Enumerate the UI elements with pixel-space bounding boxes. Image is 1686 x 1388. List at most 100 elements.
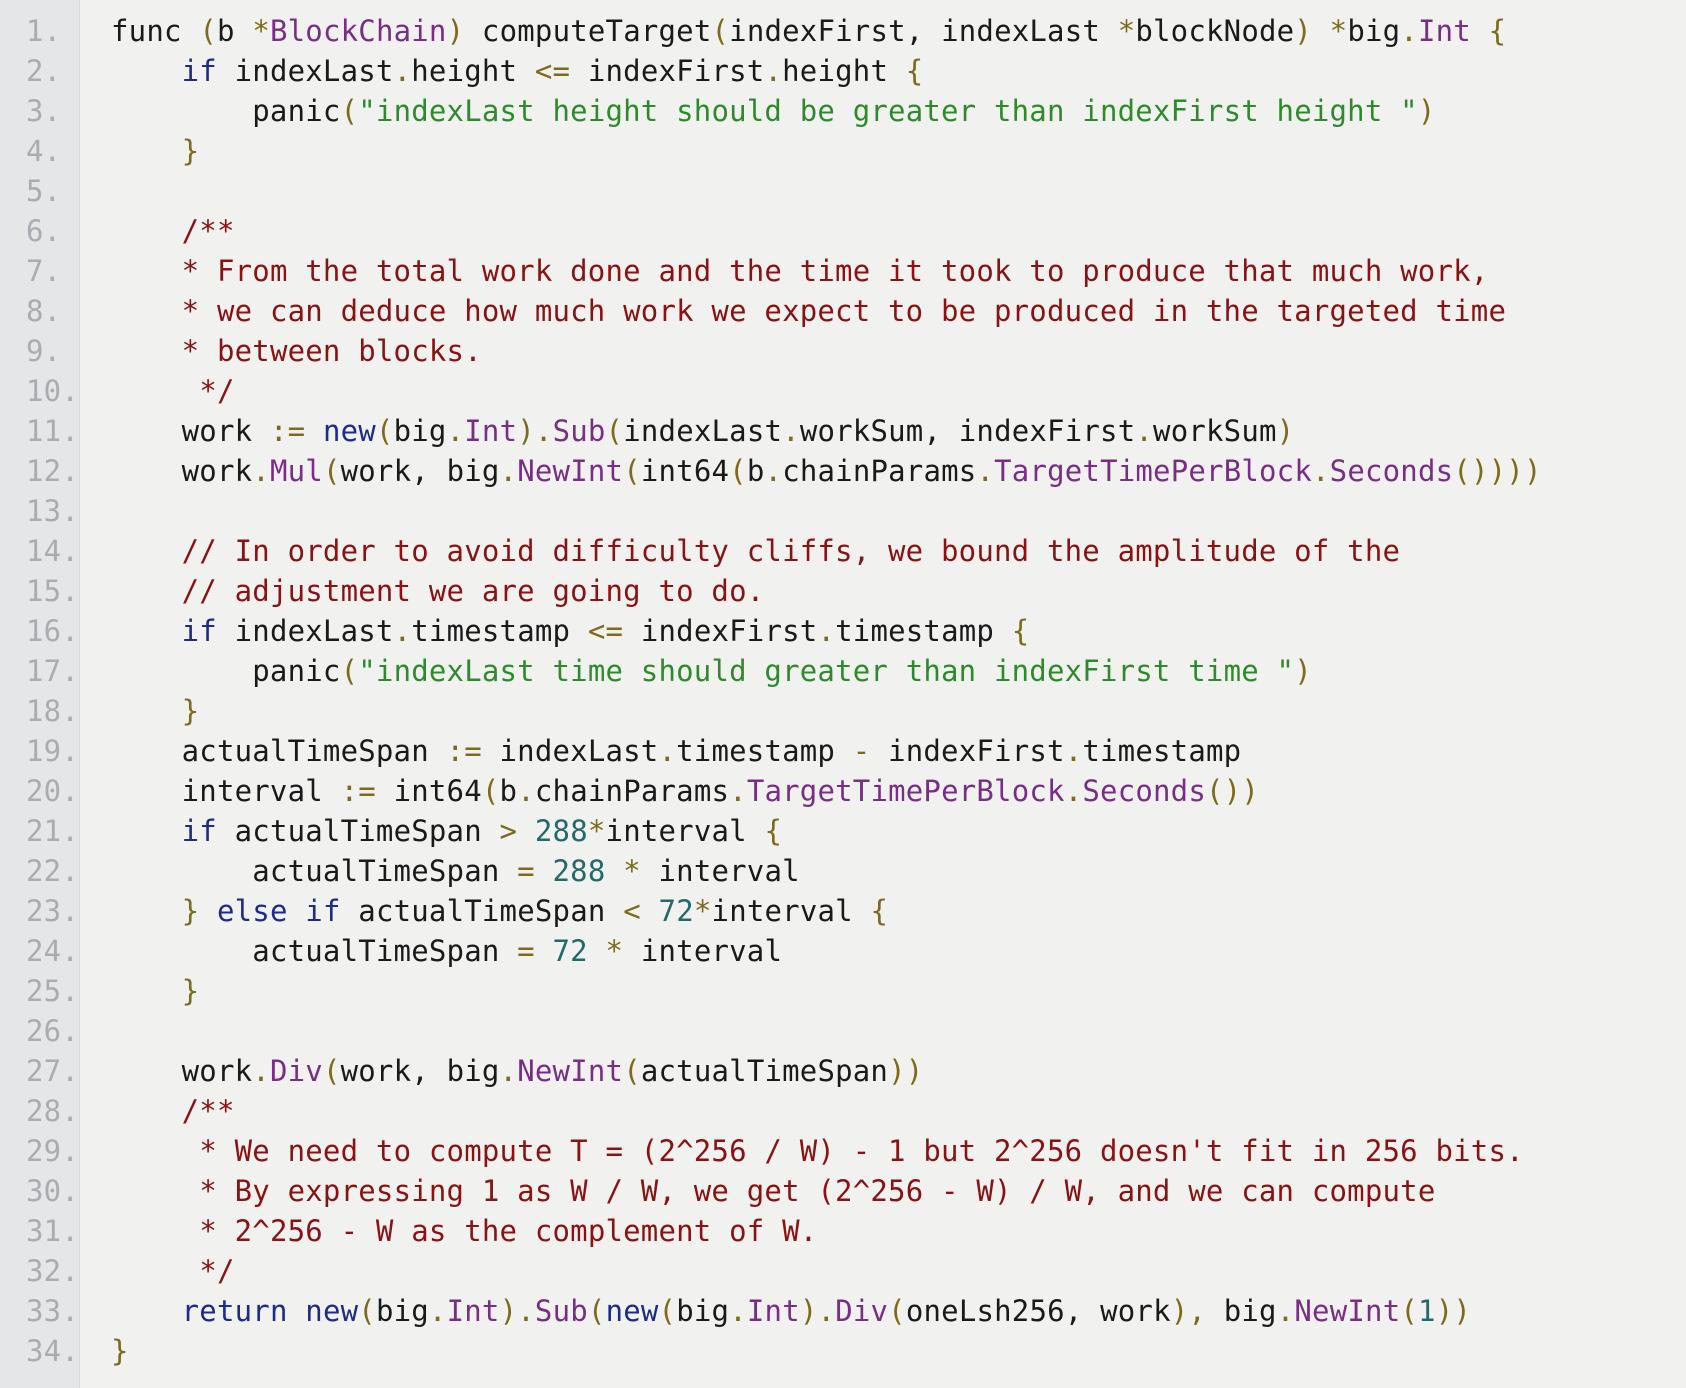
code-token-plain: indexFirst [570,54,765,88]
line-number: 10. [26,374,79,408]
code-token-op: ( [322,1054,341,1088]
code-token-op: . [1276,1294,1295,1328]
code-token-op: ( [888,1294,906,1328]
code-token-op: = [517,854,535,888]
line-number: 2. [26,54,62,88]
code-token-plain: indexLast [216,54,394,88]
code-token-op: * [605,934,624,968]
code-token-op: ( [658,1294,677,1328]
code-token-punct: { [905,54,924,88]
code-token-num: 1 [1418,1294,1436,1328]
code-token-type: Int [446,1294,500,1328]
code-token-op: ( [358,1294,376,1328]
code-token-plain: indexLast [623,414,783,448]
code-token-plain: work [111,1054,253,1088]
code-token-plain [288,1294,306,1328]
code-token-op: ) [1294,14,1312,48]
code-token-op: . [517,774,535,808]
code-token-op: := [340,774,376,808]
line-number: 14. [26,534,79,568]
code-token-plain [111,534,182,568]
line-number: 15. [26,574,79,608]
code-token-plain [111,1214,199,1248]
code-token-str: "indexLast time should greater than inde… [358,654,1295,688]
code-token-plain: blockNode [1135,14,1295,48]
line-number: 33. [26,1294,79,1328]
code-token-plain: height [782,54,906,88]
code-token-kw: if [181,54,217,88]
code-token-plain [588,934,606,968]
line-number: 30. [26,1174,79,1208]
code-token-plain: chainParams [534,774,730,808]
line-number: 31. [26,1214,79,1248]
line-number: 17. [26,654,79,688]
line-number: 7. [26,254,62,288]
code-token-op: . [976,454,995,488]
code-token-plain: panic [111,94,341,128]
code-token-op: . [764,54,783,88]
code-token-op: > [499,814,518,848]
line-number: 27. [26,1054,79,1088]
code-token-plain [111,974,182,1008]
code-token-punct: } [111,1334,129,1368]
line-number: 25. [26,974,79,1008]
line-number: 23. [26,894,79,928]
line-number: 20. [26,774,79,808]
line-number: 29. [26,1134,79,1168]
code-token-plain [606,854,624,888]
code-token-punct: } [181,134,200,168]
line-number: 13. [26,494,79,528]
code-token-plain [111,294,182,328]
code-token-punct: } [181,894,200,928]
code-token-plain [111,254,182,288]
line-number: 32. [26,1254,79,1288]
code-line [111,171,1686,211]
code-line: } [111,971,1686,1011]
code-token-comment: * We need to compute T = (2^256 / W) - 1… [199,1134,1524,1168]
code-token-plain [641,894,659,928]
code-token-op: ( [481,774,500,808]
code-token-plain: oneLsh256, work [905,1294,1171,1328]
code-token-op: <= [534,54,571,88]
code-token-op: ). [499,1294,535,1328]
code-token-op: ( [605,414,624,448]
code-token-plain: workSum [1153,414,1277,448]
line-number: 8. [26,294,62,328]
code-token-op: * [623,854,641,888]
code-token-plain [111,1174,199,1208]
code-token-kw: return [181,1294,288,1328]
code-token-method: Sub [552,414,606,448]
code-token-op: ( [587,1294,606,1328]
code-token-method: NewInt [1294,1294,1401,1328]
code-token-plain: work [111,414,270,448]
code-line: panic("indexLast height should be greate… [111,91,1686,131]
code-token-plain [288,894,306,928]
code-token-comment: */ [199,374,235,408]
code-token-plain [111,1254,199,1288]
code-token-op: * [693,894,712,928]
code-token-plain [535,854,553,888]
code-token-method: Div [835,1294,889,1328]
code-token-plain [1471,14,1489,48]
code-token-op: . [393,54,412,88]
code-token-plain [111,814,182,848]
line-number: 1. [26,14,62,48]
code-token-plain: b [746,454,765,488]
code-token-op: . [1312,454,1330,488]
code-token-op: . [1064,734,1083,768]
code-token-op: ). [517,414,553,448]
code-token-method: Mul [269,454,323,488]
code-token-op: ())) [1453,454,1524,488]
code-token-plain: indexLast [216,614,394,648]
code-token-op: )) [888,1054,924,1088]
code-token-type: Int [464,414,518,448]
line-number: 28. [26,1094,79,1128]
code-token-op: ). [799,1294,836,1328]
code-token-punct: } [181,974,200,1008]
code-line: if indexLast.timestamp <= indexFirst.tim… [111,611,1686,651]
code-token-plain: big [375,1294,429,1328]
code-token-num: 288 [534,814,588,848]
code-token-kw: if [181,814,217,848]
code-token-op: ( [729,454,747,488]
